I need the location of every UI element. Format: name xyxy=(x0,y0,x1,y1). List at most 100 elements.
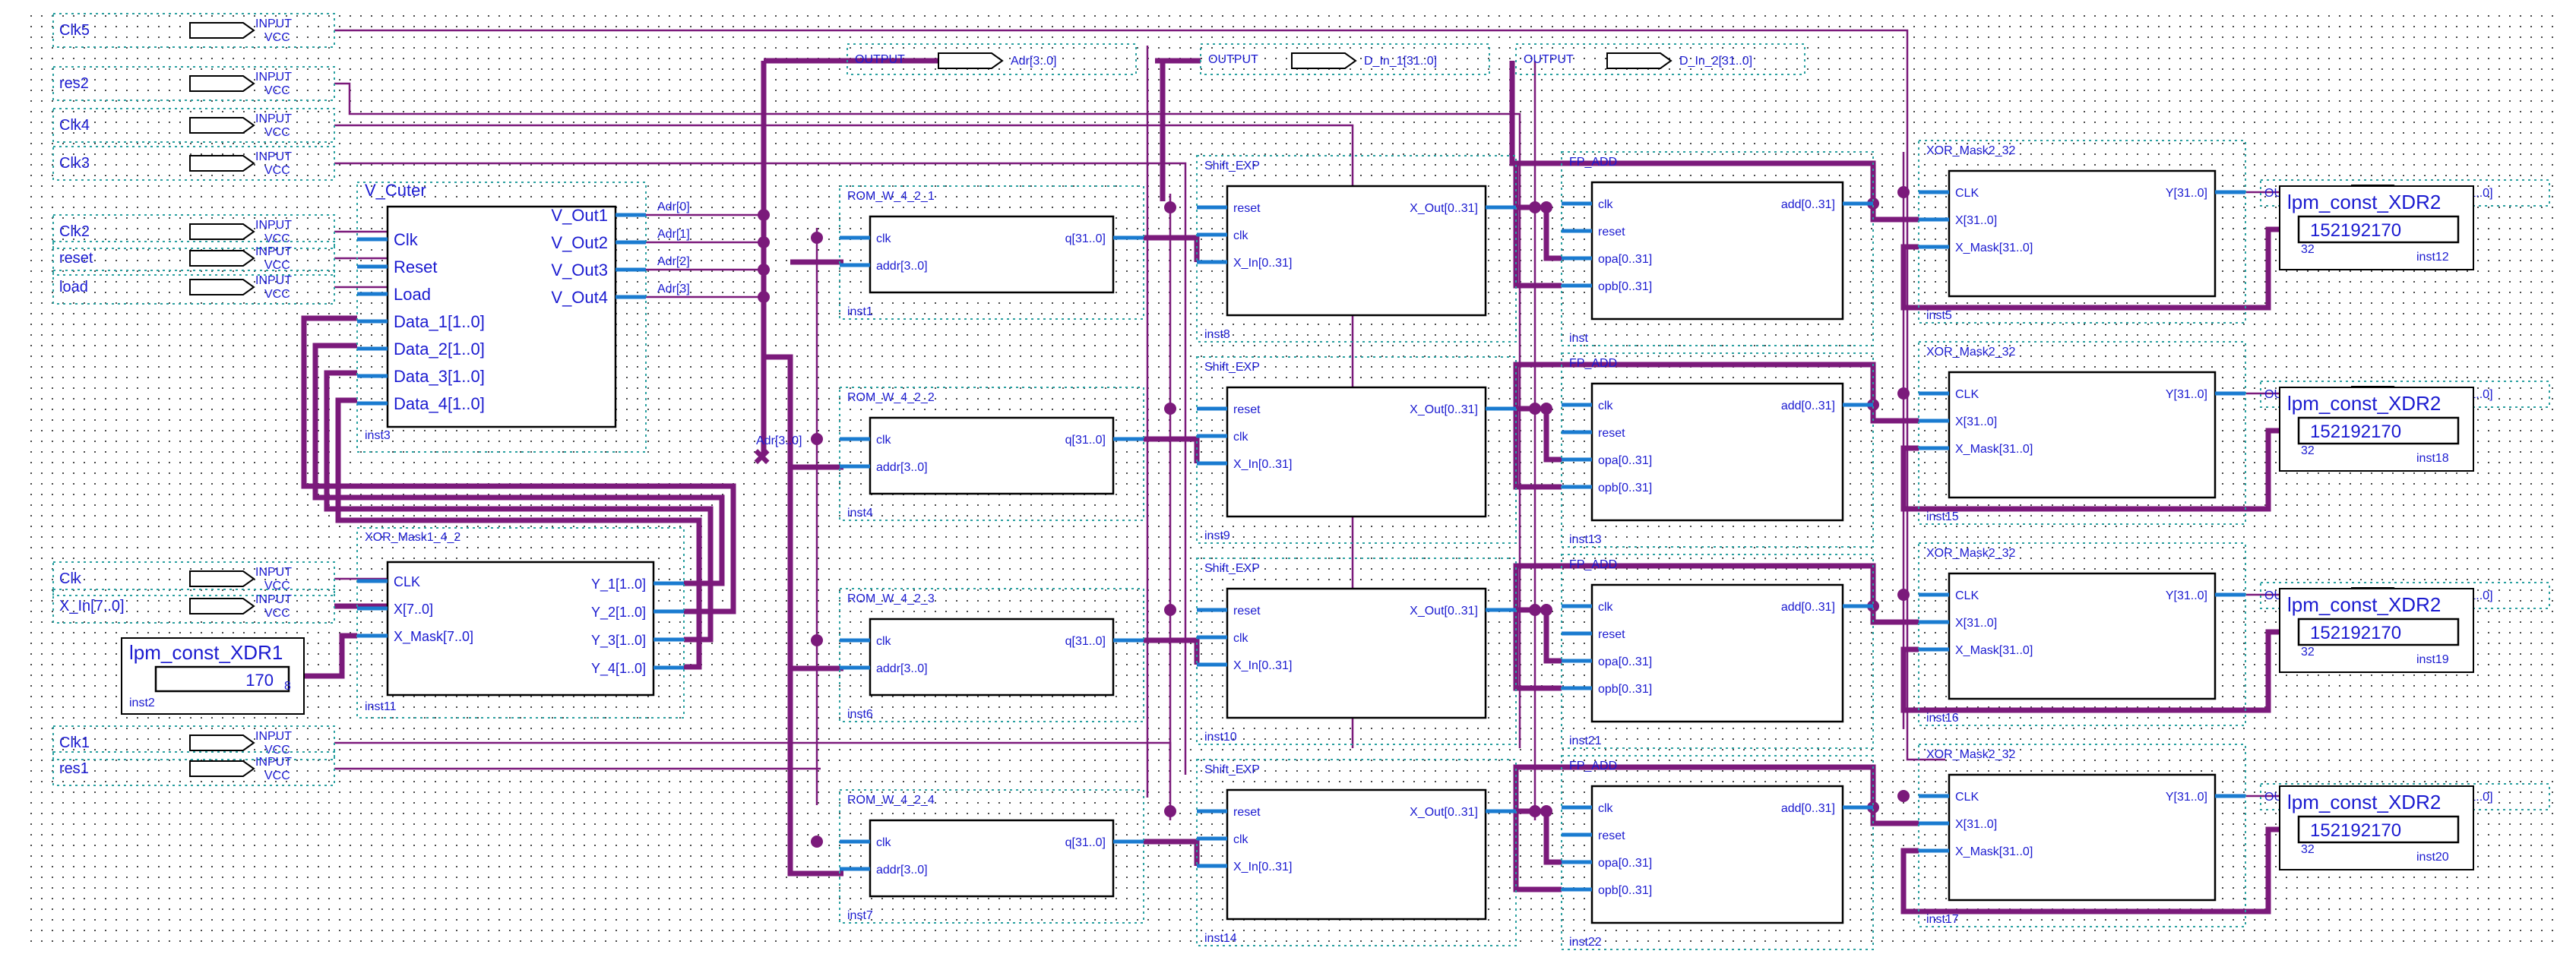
input-arrow-icon xyxy=(189,279,255,295)
mask-bus xyxy=(1900,226,2287,311)
block-body xyxy=(386,561,655,697)
inst-label: inst17 xyxy=(1926,913,1959,926)
fp-add-block[interactable]: FP_ADDclkresetopa[0..31]opb[0..31]add[0.… xyxy=(1561,755,1874,950)
bus-label: Adr[3..0] xyxy=(756,434,802,447)
input-arrow-icon xyxy=(189,734,255,751)
pin-label: Clk xyxy=(394,230,419,249)
pin-label: addr[3..0] xyxy=(876,260,928,273)
pin-label: Y[31..0] xyxy=(2166,589,2207,602)
block-frame xyxy=(356,527,685,719)
block-frame xyxy=(1196,759,1517,946)
port-tag: INPUT xyxy=(255,112,292,125)
mask-bus xyxy=(1900,629,2287,713)
port-vcc: VCC xyxy=(264,84,290,97)
fp-add-block[interactable]: FP_ADDclkresetopa[0..31]opb[0..31]add[0.… xyxy=(1561,554,1874,749)
port-name: X_In[7..0] xyxy=(59,598,125,614)
pin-label: X_In[0..31] xyxy=(1233,659,1292,672)
port-name: Clk3 xyxy=(59,155,90,172)
input-arrow-icon xyxy=(189,75,255,92)
block-title: XOR_Mask2_32 xyxy=(1926,748,2015,761)
port-vcc: VCC xyxy=(264,580,290,592)
pin-label: clk xyxy=(1598,198,1614,211)
port-frame xyxy=(52,589,335,624)
pin-label: CLK xyxy=(1955,388,1979,401)
shift-exp-block[interactable]: Shift_EXPresetclkX_In[0..31]X_Out[0..31]… xyxy=(1196,356,1517,544)
v-cuter-block[interactable]: V_CuterClkResetLoadData_1[1..0]Data_2[1.… xyxy=(356,181,802,453)
block-title: FP_ADD xyxy=(1569,357,1617,370)
fp-add-block[interactable]: FP_ADDclkresetopa[0..31]opb[0..31]add[0.… xyxy=(1561,151,1874,346)
block-body xyxy=(2297,618,2460,646)
shift-exp-block[interactable]: Shift_EXPresetclkX_In[0..31]X_Out[0..31]… xyxy=(1196,558,1517,745)
junction-dot xyxy=(1540,805,1552,817)
xor-mask2-block[interactable]: XOR_Mask2_32CLKX[31..0]X_Mask[31..0]Y[31… xyxy=(1918,140,2246,324)
junction-dot xyxy=(1164,604,1176,616)
block-title: ROM_W_4_2_4 xyxy=(847,794,935,807)
pin-label: X_Mask[31..0] xyxy=(1955,845,2033,858)
pin-label: X[31..0] xyxy=(1955,415,1997,428)
port-frame xyxy=(2260,179,2550,207)
port-tag: INPUT xyxy=(255,150,292,163)
pin-label: CLK xyxy=(1955,791,1979,804)
block-body xyxy=(2297,815,2460,844)
pin-label: X_In[0..31] xyxy=(1233,257,1292,270)
pin-label: Data_2[1..0] xyxy=(394,340,485,359)
xor-mask2-block[interactable]: XOR_Mask2_32CLKX[31..0]X_Mask[31..0]Y[31… xyxy=(1918,341,2246,525)
inst-label: inst7 xyxy=(847,909,873,922)
adr-bus-rom xyxy=(764,354,843,877)
xor-mask2-block[interactable]: XOR_Mask2_32CLKX[31..0]X_Mask[31..0]Y[31… xyxy=(1918,744,2246,927)
block-body xyxy=(869,416,1115,495)
block-body xyxy=(1948,572,2217,700)
shift-out-bus xyxy=(1516,204,1562,261)
block-body xyxy=(154,665,290,693)
xor-mask2-block[interactable]: XOR_Mask2_32CLKX[31..0]X_Mask[31..0]Y[31… xyxy=(1918,542,2246,726)
pin-label: add[0..31] xyxy=(1781,400,1835,412)
port-name: res2 xyxy=(59,75,89,92)
xor-mask1-block[interactable]: XOR_Mask1_4_2CLKX[7..0]X_Mask[7..0]Y_1[1… xyxy=(356,527,685,719)
port-tag: INPUT xyxy=(255,71,292,84)
junction-dot xyxy=(1897,186,1910,198)
shift-exp-block[interactable]: Shift_EXPresetclkX_In[0..31]X_Out[0..31]… xyxy=(1196,759,1517,946)
port-frame xyxy=(1515,43,1805,75)
block-body xyxy=(869,819,1115,898)
pin-label: clk xyxy=(1233,229,1249,242)
mask-bus xyxy=(1900,826,2287,915)
pin-label: X_In[0..31] xyxy=(1233,458,1292,471)
shift-exp-block[interactable]: Shift_EXPresetclkX_In[0..31]X_Out[0..31]… xyxy=(1196,155,1517,343)
pin-label: clk xyxy=(1598,400,1614,412)
pin-label: reset xyxy=(1598,427,1625,440)
inst-label: inst22 xyxy=(1569,936,1602,949)
input-arrow-icon xyxy=(189,22,255,39)
pin-label: V_Out2 xyxy=(551,233,608,252)
port-frame xyxy=(52,561,335,596)
pin-label: clk xyxy=(876,635,892,648)
pin-label: opb[0..31] xyxy=(1598,482,1652,494)
junction-dot xyxy=(1164,201,1176,213)
pin-label: opa[0..31] xyxy=(1598,454,1652,467)
pin-label: addr[3..0] xyxy=(876,461,928,474)
